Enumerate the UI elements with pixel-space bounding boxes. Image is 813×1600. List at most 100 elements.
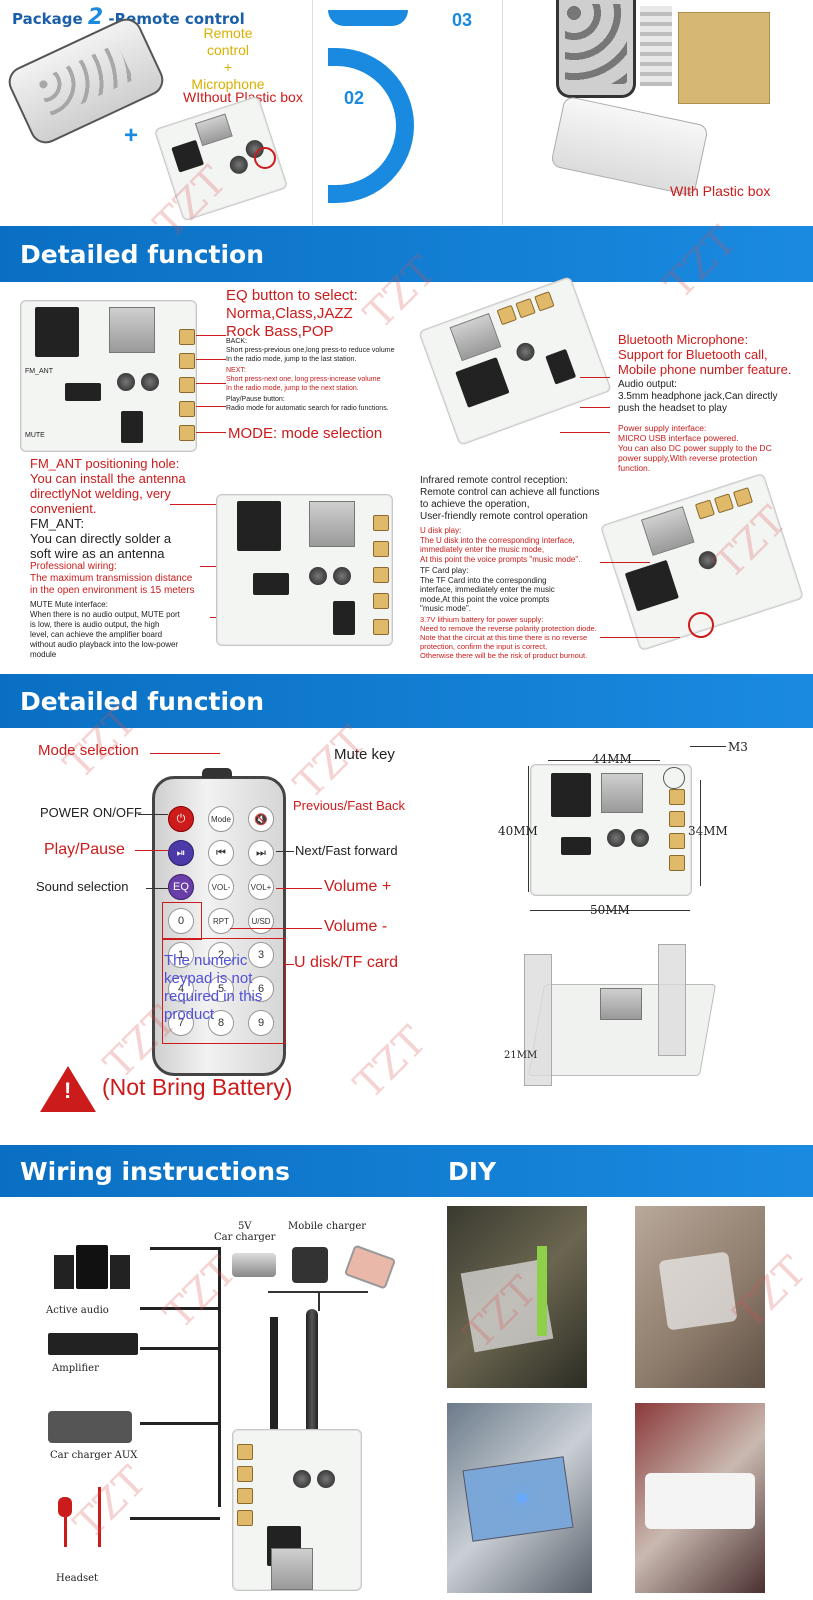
board-fm-label: FM_ANT bbox=[25, 368, 53, 375]
bt-mic-block: Bluetooth Microphone: Support for Blueto… bbox=[618, 332, 792, 377]
step-03: 03 bbox=[452, 10, 473, 30]
diy-photo-3 bbox=[447, 1403, 592, 1593]
remote-key-5[interactable]: 5 bbox=[208, 976, 234, 1002]
tf-block: TF Card play: The TF Card into the corre… bbox=[420, 566, 555, 613]
label-prev: Previous/Fast Back bbox=[293, 798, 405, 813]
dim-m3: M3 bbox=[728, 740, 748, 754]
remote-prev-button[interactable]: ⏮ bbox=[208, 840, 234, 866]
power-bank-photo bbox=[343, 1244, 397, 1290]
forward-icon: ⏭ bbox=[256, 846, 266, 859]
with-box-label: WIth Plastic box bbox=[670, 183, 771, 199]
section-banner-detailed-2: Detailed function bbox=[0, 674, 813, 728]
package-section: Package 2 -Remote control + Remote contr… bbox=[0, 0, 813, 225]
label-mute-key: Mute key bbox=[334, 746, 395, 763]
label-volume-up: Volume + bbox=[324, 878, 392, 895]
remote-next-button[interactable]: ⏭ bbox=[248, 840, 274, 866]
active-audio-photo bbox=[54, 1245, 144, 1295]
mobile-charger-label: Mobile charger bbox=[288, 1221, 367, 1232]
diode-circle bbox=[688, 612, 714, 638]
accessories-photo bbox=[640, 6, 672, 86]
amplifier-photo bbox=[48, 1333, 138, 1355]
mobile-charger-photo bbox=[292, 1247, 328, 1283]
mute-block: MUTE Mute interface: When there is no au… bbox=[30, 600, 180, 659]
label-udisk: U disk/TF card bbox=[294, 954, 399, 971]
label-volume-down: Volume - bbox=[324, 918, 388, 935]
plastic-box-photo bbox=[550, 95, 709, 197]
remote-rpt-button[interactable]: RPT bbox=[208, 908, 234, 934]
ir-block: Infrared remote control reception: Remot… bbox=[420, 475, 600, 522]
mute-icon: 🔇 bbox=[254, 813, 268, 826]
diy-photo-1 bbox=[447, 1206, 587, 1388]
board-middle bbox=[216, 494, 393, 646]
label-next: Next/Fast forward bbox=[295, 843, 398, 858]
dim-40: 40MM bbox=[498, 824, 538, 838]
wiring-board bbox=[232, 1429, 362, 1591]
remote-play-button[interactable]: ⏯ bbox=[168, 840, 194, 866]
remote-key-3[interactable]: 3 bbox=[248, 942, 274, 968]
remote-key-7[interactable]: 7 bbox=[168, 1010, 194, 1036]
remote-key-0[interactable]: 0 bbox=[168, 908, 194, 934]
headset-photo bbox=[58, 1487, 128, 1547]
dimension-board bbox=[530, 764, 692, 896]
active-audio-label: Active audio bbox=[46, 1305, 109, 1316]
remote-key-4[interactable]: 4 bbox=[168, 976, 194, 1002]
remote-photo-right bbox=[556, 0, 636, 98]
board-top-right bbox=[418, 275, 612, 447]
remote-vol-up-button[interactable]: VOL+ bbox=[248, 874, 274, 900]
remote-power-button[interactable]: ⏻ bbox=[168, 806, 194, 832]
detail-section-1: FM_ANT MUTE EQ button to select: Norma,C… bbox=[0, 275, 813, 674]
label-play-pause: Play/Pause bbox=[44, 841, 125, 858]
next-block: NEXT: Short press-next one, long press-i… bbox=[226, 367, 381, 392]
remote-key-8[interactable]: 8 bbox=[208, 1010, 234, 1036]
remote-vol-down-button[interactable]: VOL- bbox=[208, 874, 234, 900]
play-block: Play/Pause button: Radio mode for automa… bbox=[226, 396, 389, 412]
board-mute-label: MUTE bbox=[25, 432, 45, 439]
audio-block: Audio output: 3.5mm headphone jack,Can d… bbox=[618, 379, 778, 414]
battery-note: (Not Bring Battery) bbox=[102, 1074, 293, 1100]
acrylic-sheet-photo bbox=[678, 12, 770, 104]
dim-21: 21MM bbox=[504, 1050, 538, 1061]
mode-label: MODE: mode selection bbox=[228, 425, 383, 442]
combo-label: Remote control + Microphone bbox=[191, 25, 265, 92]
headset-label: Headset bbox=[56, 1573, 99, 1584]
section-banner-wiring: Wiring instructions DIY bbox=[0, 1145, 813, 1197]
rewind-icon: ⏮ bbox=[216, 846, 226, 859]
car-charger-label: 5V Car charger bbox=[214, 1221, 276, 1243]
dim-44: 44MM bbox=[592, 752, 632, 766]
car-aux-label: Car charger AUX bbox=[50, 1450, 138, 1461]
car-aux-photo bbox=[48, 1411, 132, 1443]
remote-mute-button[interactable]: 🔇 bbox=[248, 806, 274, 832]
remote-key-9[interactable]: 9 bbox=[248, 1010, 274, 1036]
remote-eq-button[interactable]: EQ bbox=[168, 874, 194, 900]
warning-icon: ! bbox=[40, 1066, 96, 1112]
remote-key-1[interactable]: 1 bbox=[168, 942, 194, 968]
battery-block: 3.7V lithium battery for power supply: N… bbox=[420, 615, 597, 660]
step-graphic bbox=[328, 10, 418, 210]
label-mode-selection: Mode selection bbox=[38, 742, 139, 759]
diy-photo-2 bbox=[635, 1206, 765, 1388]
power-block: Power supply interface: MICRO USB interf… bbox=[618, 423, 772, 473]
dim-34: 34MM bbox=[688, 824, 728, 838]
udisk-block: U disk play: The U disk into the corresp… bbox=[420, 526, 581, 564]
step-02: 02 bbox=[344, 88, 365, 108]
detail-section-2: ⏻ Mode 🔇 ⏯ ⏮ ⏭ EQ VOL- VOL+ 0 RPT U/SD 1… bbox=[0, 728, 813, 1143]
remote-key-6[interactable]: 6 bbox=[248, 976, 274, 1002]
without-box-label: WIthout Plastic box bbox=[183, 89, 303, 105]
amplifier-label: Amplifier bbox=[52, 1363, 99, 1374]
wiring-section: 5V Car charger Mobile charger Active aud… bbox=[0, 1197, 430, 1600]
remote-key-2[interactable]: 2 bbox=[208, 942, 234, 968]
eq-block: EQ button to select: Norma,Class,JAZZ Ro… bbox=[226, 287, 358, 340]
car-charger-photo bbox=[232, 1253, 276, 1277]
back-block: BACK: Short press-previous one,long pres… bbox=[226, 338, 395, 363]
section-banner-detailed-1: Detailed function bbox=[0, 226, 813, 282]
plus-sign: + bbox=[124, 122, 139, 149]
remote-control-photo bbox=[3, 13, 169, 149]
remote-usd-button[interactable]: U/SD bbox=[248, 908, 274, 934]
label-sound-selection: Sound selection bbox=[36, 879, 129, 894]
fm-ant-block: FM_ANT positioning hole: You can install… bbox=[30, 456, 195, 596]
mic-circle bbox=[254, 147, 276, 169]
keypad-highlight-box bbox=[162, 938, 286, 1044]
remote-mode-button[interactable]: Mode bbox=[208, 806, 234, 832]
diy-photo-4 bbox=[635, 1403, 765, 1593]
package-title: Package 2 -Remote control bbox=[12, 5, 245, 30]
